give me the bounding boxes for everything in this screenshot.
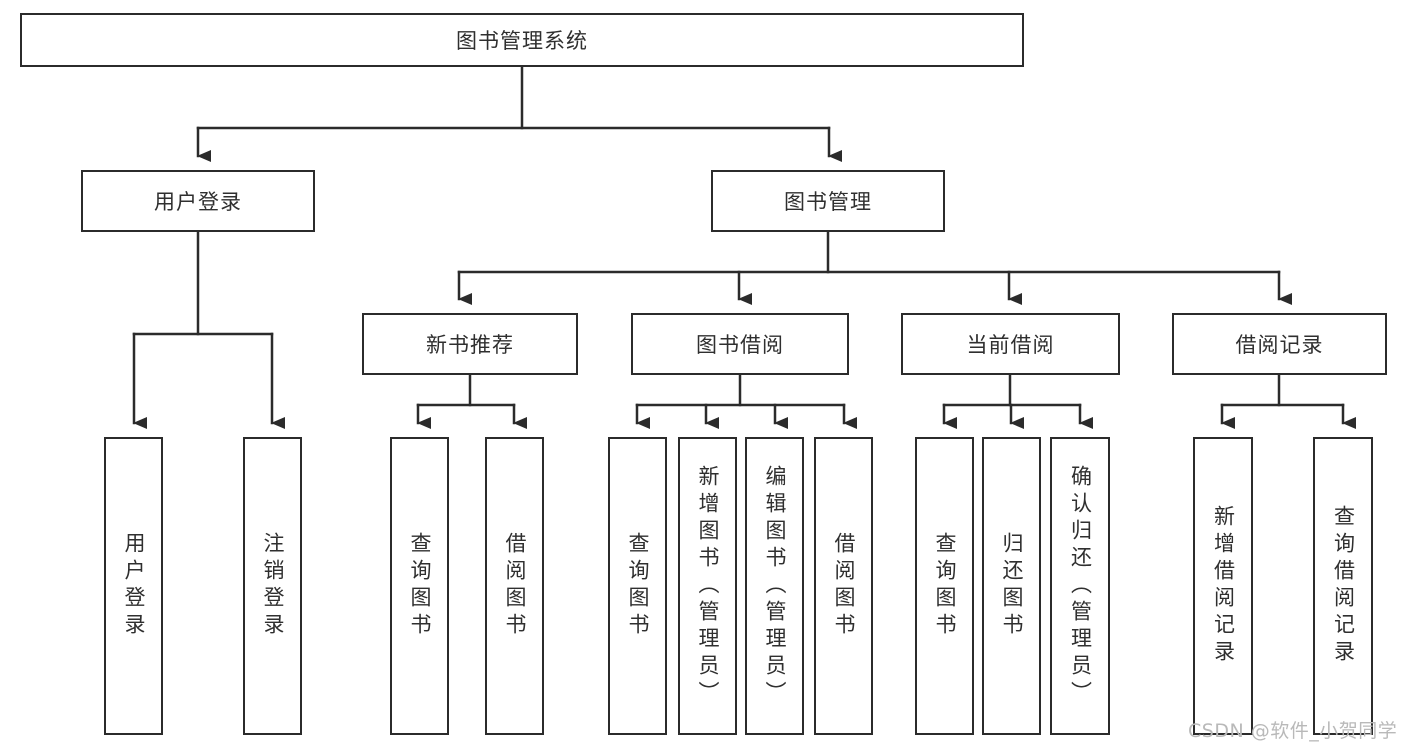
node-label: 注销登录	[261, 532, 285, 640]
node-book-borrow[interactable]: 图书借阅	[631, 313, 849, 375]
node-leaf-edit-book-admin[interactable]: 编辑图书（管理员）	[745, 437, 804, 735]
node-new-book-recommend[interactable]: 新书推荐	[362, 313, 578, 375]
node-user-login[interactable]: 用户登录	[81, 170, 315, 232]
edges-borrow-record-to-leaves	[1220, 373, 1356, 429]
node-leaf-return-book[interactable]: 归还图书	[982, 437, 1041, 735]
node-borrow-record[interactable]: 借阅记录	[1172, 313, 1387, 375]
node-label: 当前借阅	[966, 333, 1055, 357]
node-leaf-user-logout[interactable]: 注销登录	[243, 437, 302, 735]
node-label: 借阅图书	[503, 532, 527, 640]
node-label: 用户登录	[122, 532, 146, 640]
node-label: 新增借阅记录	[1211, 505, 1236, 667]
edges-root-to-level2	[196, 65, 842, 162]
edges-user-login-to-leaves	[132, 230, 285, 429]
node-label: 图书管理系统	[456, 29, 588, 53]
node-label: 查询图书	[933, 532, 957, 640]
node-leaf-borrow-book-recommend[interactable]: 借阅图书	[485, 437, 544, 735]
node-book-management[interactable]: 图书管理	[711, 170, 945, 232]
node-root-book-management-system[interactable]: 图书管理系统	[20, 13, 1024, 67]
edges-book-manage-to-level3	[457, 230, 1292, 305]
node-leaf-query-book-current[interactable]: 查询图书	[915, 437, 974, 735]
node-leaf-borrow-book-borrow[interactable]: 借阅图书	[814, 437, 873, 735]
node-leaf-user-login[interactable]: 用户登录	[104, 437, 163, 735]
csdn-watermark: CSDN @软件_小贺同学	[1188, 720, 1398, 742]
node-label: 查询借阅记录	[1331, 505, 1356, 667]
node-label: 借阅图书	[832, 532, 856, 640]
node-label: 用户登录	[154, 190, 242, 214]
node-label: 新增图书（管理员）	[696, 464, 720, 708]
node-label: 图书管理	[784, 190, 872, 214]
node-leaf-add-book-admin[interactable]: 新增图书（管理员）	[678, 437, 737, 735]
node-label: 确认归还（管理员）	[1068, 464, 1093, 708]
node-leaf-add-borrow-record[interactable]: 新增借阅记录	[1193, 437, 1253, 735]
node-label: 查询图书	[626, 532, 650, 640]
node-leaf-confirm-return-admin[interactable]: 确认归还（管理员）	[1050, 437, 1110, 735]
node-label: 新书推荐	[426, 333, 514, 357]
node-leaf-query-book-recommend[interactable]: 查询图书	[390, 437, 449, 735]
node-label: 归还图书	[1000, 532, 1024, 640]
node-leaf-query-book-borrow[interactable]: 查询图书	[608, 437, 667, 735]
node-label: 图书借阅	[696, 333, 784, 357]
node-current-borrow[interactable]: 当前借阅	[901, 313, 1120, 375]
node-label: 借阅记录	[1235, 333, 1324, 357]
edges-new-book-recommend-to-leaves	[416, 373, 527, 429]
node-label: 查询图书	[408, 532, 432, 640]
node-leaf-query-borrow-record[interactable]: 查询借阅记录	[1313, 437, 1373, 735]
edges-current-borrow-to-leaves	[942, 373, 1093, 429]
edges-book-borrow-to-leaves	[635, 373, 857, 429]
node-label: 编辑图书（管理员）	[763, 464, 787, 708]
